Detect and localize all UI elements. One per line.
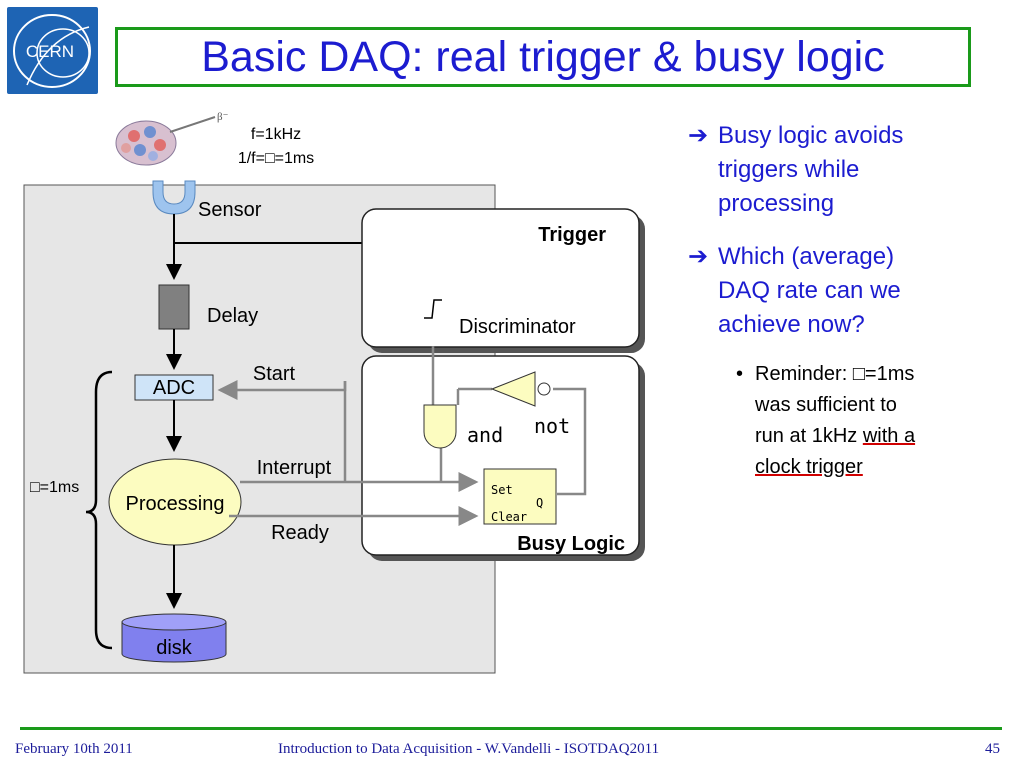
sub-bullet-line-3: run at 1kHz <box>755 425 863 447</box>
discriminator-label: Discriminator <box>459 316 576 338</box>
tau-label: □=1ms <box>30 479 79 496</box>
arrow-bullet-icon: ➔ <box>688 122 709 149</box>
adc-label: ADC <box>153 377 195 399</box>
not-gate-icon <box>490 371 536 407</box>
sub-bullet-line-1: Reminder: □=1ms <box>755 363 915 385</box>
bullet-2-line-3: achieve now? <box>718 311 865 338</box>
footer-divider <box>20 727 1002 730</box>
cern-logo-icon: CERN <box>13 14 91 88</box>
disk-icon <box>121 613 227 631</box>
sensor-label: Sensor <box>198 199 262 221</box>
discriminator-icon <box>424 299 442 319</box>
cern-logo-text: CERN <box>26 42 74 61</box>
frequency-label: f=1kHz <box>251 126 301 143</box>
sub-bullet-underlined-a: with a <box>862 425 916 447</box>
processing-label: Processing <box>126 493 225 515</box>
footer-date: February 10th 2011 <box>15 741 133 757</box>
delay-label: Delay <box>207 305 258 327</box>
page-number: 45 <box>985 741 1000 757</box>
bullet-1-line-2: triggers while <box>718 156 860 183</box>
bullet-2-line-1: Which (average) <box>718 243 895 270</box>
and-gate-label: and <box>467 423 503 447</box>
and-gate-icon <box>423 404 457 449</box>
sensor-icon <box>152 180 196 215</box>
bullet-1: ➔ Busy logic avoids triggers while proce… <box>688 119 1018 221</box>
bullet-1-line-3: processing <box>718 190 835 217</box>
interrupt-label: Interrupt <box>257 457 332 479</box>
arrow-bullet-icon: ➔ <box>688 243 709 270</box>
svg-text:β⁻: β⁻ <box>217 111 229 123</box>
slide-title: Basic DAQ: real trigger & busy logic <box>201 32 885 81</box>
period-label: 1/f=□=1ms <box>238 150 314 167</box>
title-frame <box>115 27 971 87</box>
trigger-label: Trigger <box>538 224 606 246</box>
cern-logo: CERN <box>7 7 98 94</box>
start-label: Start <box>253 363 296 385</box>
not-gate-label: not <box>534 414 570 438</box>
clear-label: Clear <box>491 510 527 524</box>
q-label: Q <box>536 496 543 510</box>
sub-bullet-line-2: was sufficient to <box>755 394 897 416</box>
dot-bullet-icon: • <box>736 363 744 385</box>
delay-block <box>158 284 190 330</box>
footer-title: Introduction to Data Acquisition - W.Van… <box>278 741 660 757</box>
trigger-box <box>361 208 640 348</box>
disk-label: disk <box>156 637 193 659</box>
duration-brace <box>85 370 113 650</box>
set-label: Set <box>491 483 513 497</box>
sub-bullet-underlined-b: clock trigger <box>755 456 863 478</box>
ready-label: Ready <box>271 522 329 544</box>
busy-logic-label: Busy Logic <box>517 533 625 555</box>
particle-beam-icon: β⁻ <box>115 111 229 166</box>
sr-latch-block <box>483 468 557 525</box>
bullet-2: ➔ Which (average) DAQ rate can we achiev… <box>688 240 1018 342</box>
bullet-2-line-2: DAQ rate can we <box>718 277 901 304</box>
sub-bullet: • Reminder: □=1ms was sufficient to run … <box>736 359 1016 483</box>
bullet-1-line-1: Busy logic avoids <box>718 122 904 149</box>
